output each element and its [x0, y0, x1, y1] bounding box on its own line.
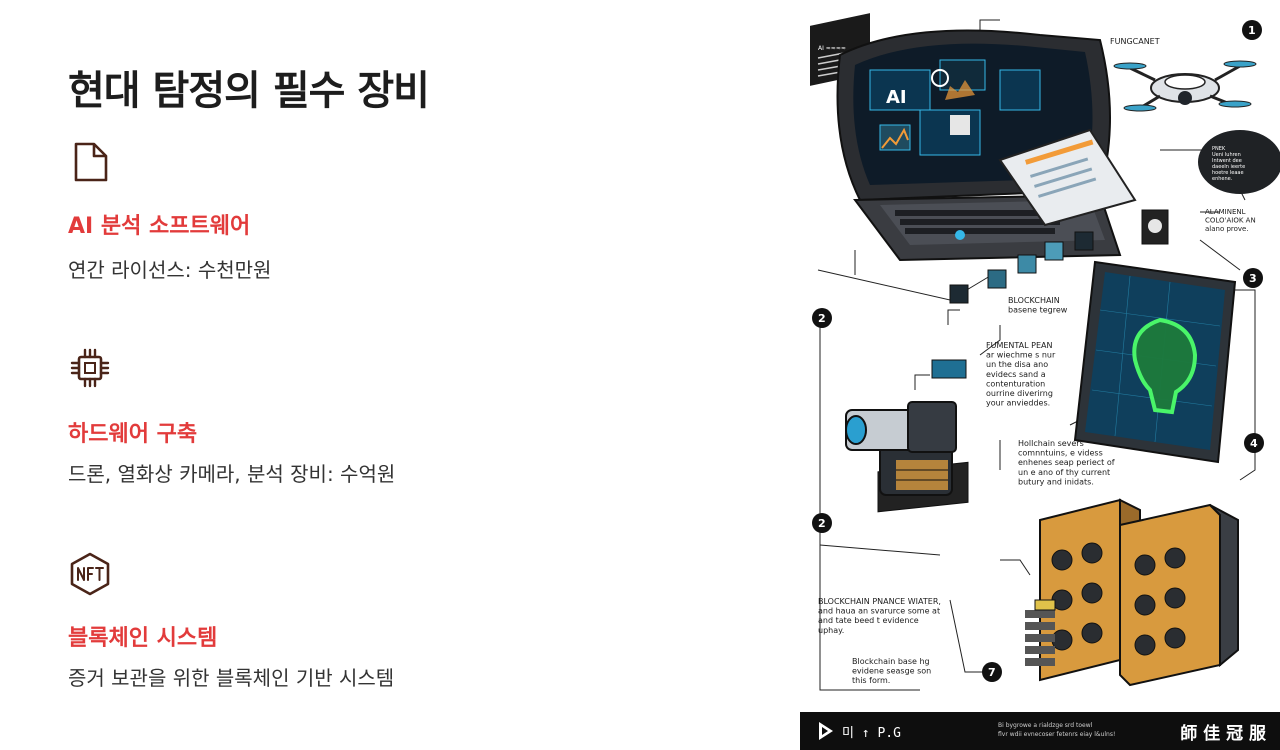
section-ai-software: AI 분석 소프트웨어 연간 라이선스: 수천만원: [68, 140, 271, 282]
page-title: 현대 탐정의 필수 장비: [68, 68, 430, 114]
footer-small-text: Bi bygrowe a rialdzge srd toewl flvr wdi…: [998, 722, 1116, 738]
footer-brand: 미 ↑ P.G: [842, 726, 901, 741]
svg-text:7: 7: [988, 666, 996, 679]
detective-equipment-illustration: AI ≈≈≈≈ AI: [810, 13, 1280, 691]
svg-text:2: 2: [818, 517, 826, 530]
footer-mark: 師 佳 冠 服: [1180, 724, 1266, 744]
play-icon: [819, 722, 833, 740]
marker-2-top: 2: [812, 308, 832, 328]
thermal-tablet: [1073, 260, 1237, 464]
nft-icon: [70, 552, 110, 596]
tablet-report: [998, 128, 1137, 227]
section-description: 연간 라이선스: 수천만원: [68, 258, 272, 282]
section-hardware: 하드웨어 구축 드론, 열화상 카메라, 분석 장비: 수억원: [68, 346, 395, 486]
svg-text:AI ≈≈≈≈: AI ≈≈≈≈: [818, 45, 846, 52]
marker-3: 3: [1243, 268, 1263, 288]
slide-text-panel: 현대 탐정의 필수 장비 AI 분석 소프트웨어 연간 라이선스: 수천만원 하…: [68, 68, 430, 690]
screen-ai-label: AI: [886, 87, 907, 108]
thermal-camera: [845, 401, 969, 513]
section-description: 드론, 열화상 카메라, 분석 장비: 수억원: [68, 462, 396, 486]
svg-text:4: 4: [1250, 437, 1258, 450]
svg-text:FUNGCANET: FUNGCANET: [1110, 37, 1160, 46]
document-icon: [74, 142, 108, 182]
section-blockchain: 블록체인 시스템 증거 보관을 위한 블록체인 기반 시스템: [68, 552, 394, 690]
section-heading: AI 분석 소프트웨어: [68, 214, 251, 239]
numbered-markers: 1 2 3 4 2 7: [812, 20, 1264, 682]
svg-text:2: 2: [818, 312, 826, 325]
marker-1: 1: [1242, 20, 1262, 40]
section-description: 증거 보관을 위한 블록체인 기반 시스템: [68, 666, 395, 690]
marker-7: 7: [982, 662, 1002, 682]
finance-callout: BLOCKCHAIN PNANCE WIATER,and haua an sva…: [818, 597, 941, 635]
section-heading: 블록체인 시스템: [68, 626, 218, 651]
section-heading: 하드웨어 구축: [68, 422, 198, 447]
blockchain-servers: [1025, 498, 1239, 687]
svg-text:1: 1: [1248, 24, 1256, 37]
illustration-footer-bar: 미 ↑ P.G Bi bygrowe a rialdzge srd toewl …: [800, 712, 1280, 750]
marker-2-bottom: 2: [812, 513, 832, 533]
svg-text:3: 3: [1249, 272, 1257, 285]
chip-icon: [70, 348, 110, 388]
marker-4: 4: [1244, 433, 1264, 453]
illustration-panel: AI ≈≈≈≈ AI: [800, 0, 1280, 750]
drone: FUNGCANET: [1110, 37, 1257, 112]
